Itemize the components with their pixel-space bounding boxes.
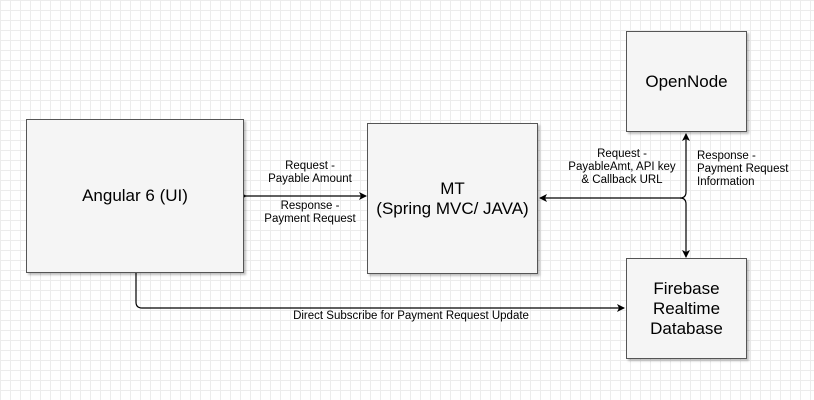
edge-label-direct-subscribe: Direct Subscribe for Payment Request Upd…: [293, 310, 529, 322]
edge-angular-firebase: [132, 265, 625, 312]
angular-ui-node[interactable]: Angular 6 (UI): [26, 119, 244, 273]
edge-label-request-payable: Request - Payable Amount: [268, 160, 352, 185]
edge-label-response-opennode: Response - Payment Request Information: [697, 150, 789, 188]
opennode-label: OpenNode: [645, 71, 728, 91]
edge-label-request-opennode: Request - PayableAmt, API key & Callback…: [568, 148, 676, 186]
mt-service-node[interactable]: MT (Spring MVC/ JAVA): [367, 123, 538, 274]
edge-label-response-payment: Response - Payment Request: [264, 200, 356, 225]
opennode-node[interactable]: OpenNode: [626, 31, 747, 132]
firebase-node[interactable]: Firebase Realtime Database: [626, 258, 747, 359]
angular-ui-label: Angular 6 (UI): [82, 186, 188, 205]
firebase-label: Firebase Realtime Database: [650, 278, 723, 338]
edge-junction-to-firebase: [679, 197, 690, 258]
mt-service-label: MT (Spring MVC/ JAVA): [376, 178, 529, 218]
